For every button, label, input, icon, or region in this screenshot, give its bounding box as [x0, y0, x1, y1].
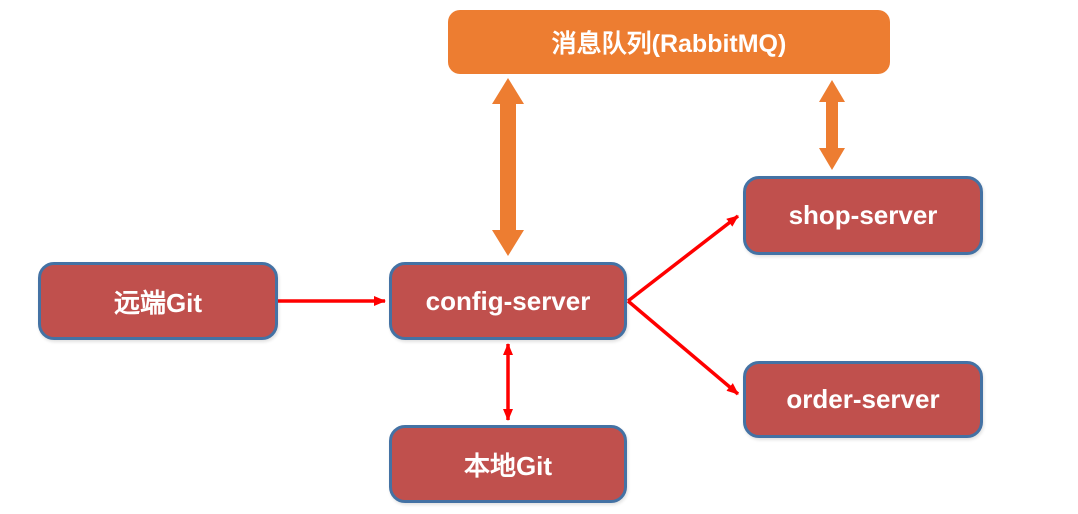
node-shop-server-label: shop-server	[788, 200, 938, 230]
edge-queue-shop-double-arrow	[819, 80, 845, 170]
node-order-server: order-server	[743, 361, 983, 438]
edge-queue-config-double-arrow	[492, 78, 524, 256]
node-remote-git: 远端Git	[38, 262, 278, 340]
node-shop-server: shop-server	[743, 176, 983, 255]
node-config-server-label: config-server	[425, 285, 591, 316]
node-message-queue: 消息队列(RabbitMQ)	[448, 10, 890, 74]
node-order-server-label: order-server	[786, 384, 940, 414]
edge-config-order-arrow	[626, 299, 740, 396]
node-local-git-label: 本地Git	[463, 450, 553, 481]
node-remote-git-label: 远端Git	[113, 287, 203, 318]
node-message-queue-label: 消息队列(RabbitMQ)	[551, 30, 787, 58]
node-config-server: config-server	[389, 262, 627, 340]
edge-config-shop-arrow	[626, 214, 740, 303]
node-local-git: 本地Git	[389, 425, 627, 503]
